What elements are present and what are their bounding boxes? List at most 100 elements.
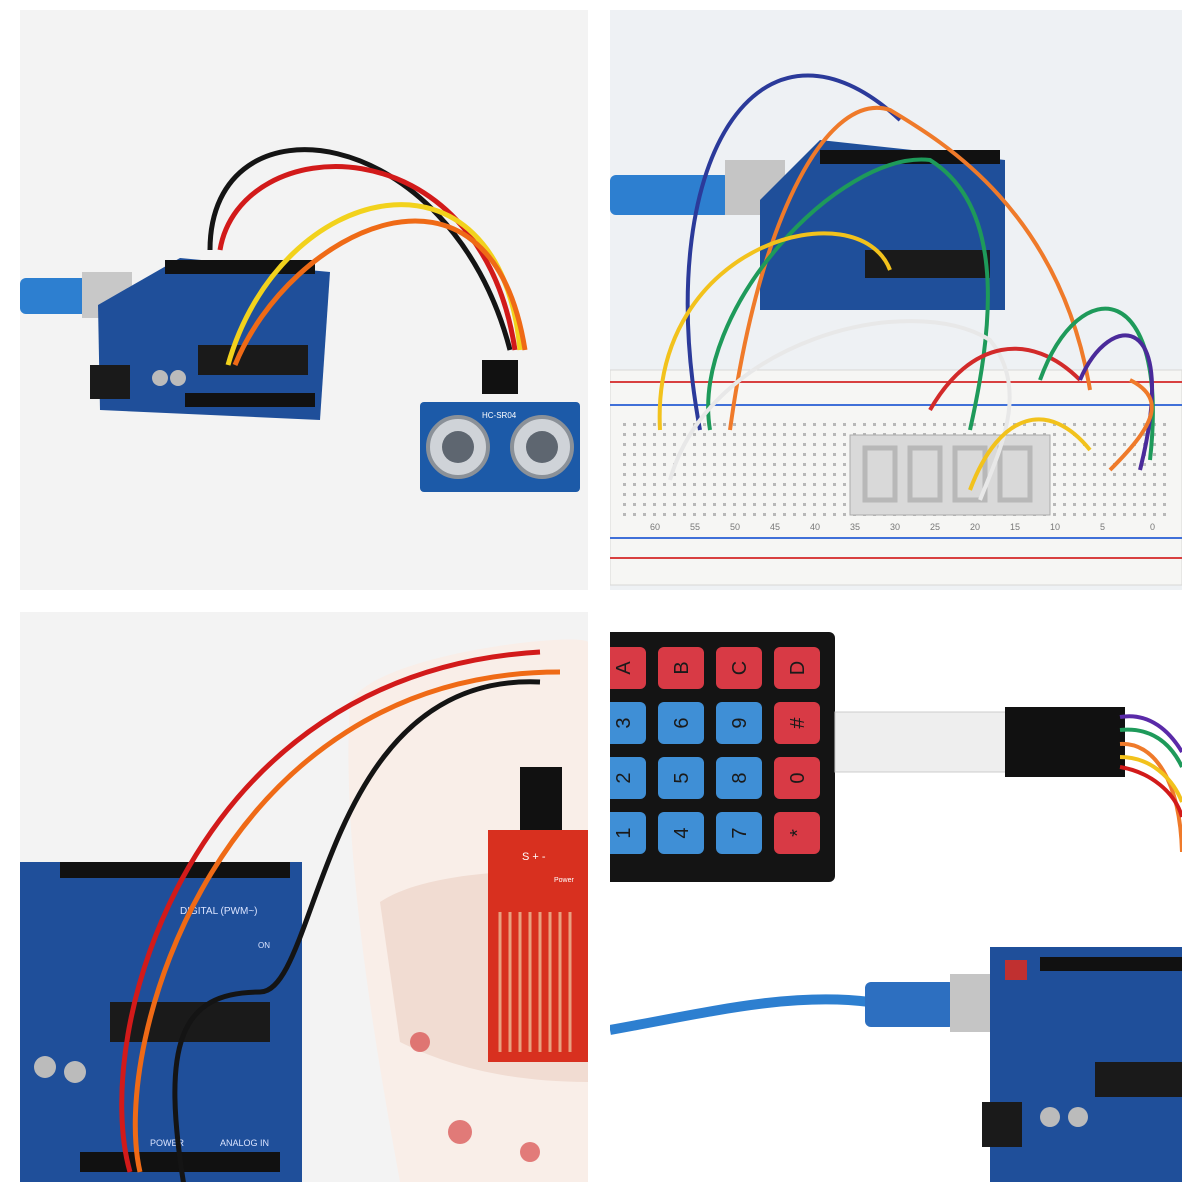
header-digital xyxy=(165,260,315,274)
keypad-key-label: 9 xyxy=(729,717,751,728)
on-label: ON xyxy=(258,941,270,950)
segment-digits xyxy=(862,445,1033,503)
keypad-key-label: 6 xyxy=(671,717,693,728)
wire-yellow-right xyxy=(968,417,1092,491)
power-jack xyxy=(90,365,130,399)
keypad-key xyxy=(774,812,820,854)
row-number: 0 xyxy=(1150,522,1155,532)
wire-black xyxy=(172,679,541,1182)
wire-red xyxy=(119,649,541,1173)
wire-orange-right xyxy=(1108,378,1154,472)
capacitor-2 xyxy=(170,370,186,386)
keypad-key xyxy=(658,812,704,854)
keypad-key-label: 0 xyxy=(787,772,809,783)
ribbon-cable xyxy=(834,711,1011,773)
keypad-key-label: D xyxy=(787,661,809,675)
sensor-connector xyxy=(520,767,562,837)
wire-black xyxy=(207,147,513,351)
power-jack xyxy=(982,1102,1022,1147)
keypad-key xyxy=(716,757,762,799)
keypad-key xyxy=(658,702,704,744)
keypad-key xyxy=(716,647,762,689)
keypad-key xyxy=(658,647,704,689)
power-label: POWER xyxy=(150,1138,185,1148)
water-sensor-scene: DIGITAL (PWM~) POWER ANALOG IN ON xyxy=(20,639,588,1182)
keypad-key-label: 8 xyxy=(729,772,751,783)
keypad-key xyxy=(716,812,762,854)
microcontroller-chip xyxy=(1095,1062,1182,1097)
sensor-connector xyxy=(482,360,518,394)
seven-segment-scene: 60 55 50 45 40 35 30 25 20 15 10 5 0 xyxy=(610,73,1182,586)
row-number: 55 xyxy=(690,522,700,532)
keypad-key xyxy=(774,647,820,689)
capacitor-1 xyxy=(34,1056,56,1078)
row-number: 35 xyxy=(850,522,860,532)
wire-purple xyxy=(1119,714,1182,754)
transducer-right-mesh xyxy=(526,431,558,463)
digital-header-label: DIGITAL (PWM~) xyxy=(180,906,258,917)
wire-yellow xyxy=(657,231,892,431)
header-digital xyxy=(1040,957,1182,971)
microcontroller-chip xyxy=(198,345,308,375)
capacitor-1 xyxy=(1040,1107,1060,1127)
usb-cable xyxy=(610,175,730,215)
row-number: 10 xyxy=(1050,522,1060,532)
microcontroller-chip xyxy=(865,250,990,278)
keypad-key-label: 1 xyxy=(613,827,635,838)
keypad-key xyxy=(610,702,646,744)
transducer-left-mesh xyxy=(442,431,474,463)
row-number: 50 xyxy=(730,522,740,532)
keypad-key xyxy=(610,757,646,799)
row-number: 40 xyxy=(810,522,820,532)
ultrasonic-scene: HC-SR04 xyxy=(20,147,580,492)
keypad-key xyxy=(774,757,820,799)
wire-orange xyxy=(1119,741,1182,853)
wire-blue xyxy=(685,73,902,431)
wire-red xyxy=(217,164,518,351)
keypad-key xyxy=(774,702,820,744)
usb-plug-sleeve xyxy=(865,982,955,1027)
capacitor-2 xyxy=(1068,1107,1088,1127)
wire-orange xyxy=(232,218,528,366)
panel-water-sensor: DIGITAL (PWM~) POWER ANALOG IN ON xyxy=(20,612,588,1182)
capacitor-2 xyxy=(64,1061,86,1083)
cup-print xyxy=(410,1032,540,1162)
keypad-key xyxy=(716,702,762,744)
row-number: 25 xyxy=(930,522,940,532)
usb-cable xyxy=(610,994,871,1035)
breadboard-row-numbers: 60 55 50 45 40 35 30 25 20 15 10 5 0 xyxy=(650,522,1155,532)
sensor-power-label: Power xyxy=(554,877,575,884)
row-number: 30 xyxy=(890,522,900,532)
row-number: 5 xyxy=(1100,522,1105,532)
usb-cable xyxy=(20,278,90,314)
wire-orange xyxy=(728,106,1092,431)
sensor-traces xyxy=(498,912,572,1052)
water-level-sensor xyxy=(488,830,588,1062)
keypad-key xyxy=(610,812,646,854)
keypad-connector xyxy=(1005,707,1125,777)
keypad-key xyxy=(658,757,704,799)
wire-red xyxy=(928,346,1082,411)
keypad-key-label: C xyxy=(729,661,751,675)
keypad-key-label: 4 xyxy=(671,827,693,838)
wire-green xyxy=(706,157,990,431)
sensor-pin-label: S + - xyxy=(522,851,546,863)
panel-seven-segment: 60 55 50 45 40 35 30 25 20 15 10 5 0 xyxy=(610,10,1182,590)
keypad-key xyxy=(610,647,646,689)
analog-label: ANALOG IN xyxy=(220,1138,269,1148)
row-number: 45 xyxy=(770,522,780,532)
keypad-key-label: # xyxy=(787,717,809,729)
sensor-model-label: HC-SR04 xyxy=(482,411,517,420)
wire-orange xyxy=(132,669,561,1173)
keypad-key-label: * xyxy=(787,829,809,837)
keypad-key-label: 5 xyxy=(671,772,693,783)
header-power xyxy=(185,393,315,407)
row-number: 15 xyxy=(1010,522,1020,532)
wire-yellow xyxy=(1119,755,1182,803)
keypad-key-label: 3 xyxy=(613,717,635,728)
keypad-key-label: 7 xyxy=(729,827,751,838)
capacitor-1 xyxy=(152,370,168,386)
